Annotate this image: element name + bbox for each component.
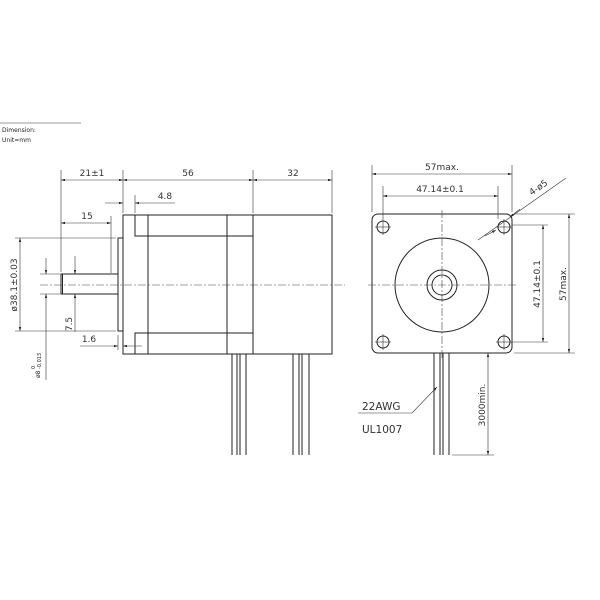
dim-pilot-diameter: ø38.1±0.03: [10, 258, 20, 311]
hole-leader: [477, 177, 567, 241]
mounting-holes: [375, 219, 512, 350]
wire-leader: [358, 386, 438, 414]
dim-hole-spacing-h: 47.14±0.1: [416, 185, 464, 195]
dim-lead-length: 3000min.: [478, 384, 488, 427]
dim-shaft-diameter: ø8 0 -0.013: [31, 353, 43, 378]
front-wires: [433, 353, 450, 455]
dim-flange: 4.8: [158, 192, 173, 202]
svg-text:-0.013: -0.013: [37, 353, 43, 369]
shaft: [60, 273, 119, 295]
dim-rear-length: 32: [287, 169, 298, 179]
side-view: 21±1 56 32 4.8 15 ø38.1±0.03 ø8 0 -0.013…: [10, 169, 345, 455]
flange-top: [134, 215, 253, 237]
pilot: [117, 237, 124, 332]
dim-width: 57max.: [425, 163, 459, 173]
dim-hole-spacing-v: 47.14±0.1: [533, 260, 543, 308]
wire-gauge: 22AWG: [362, 401, 401, 413]
flange-bottom: [134, 332, 253, 354]
wire-spec: UL1007: [362, 424, 402, 436]
dim-flat-length: 15: [81, 212, 92, 222]
dim-height: 57max.: [559, 267, 569, 301]
hub-outer: [426, 269, 458, 301]
dimension-label: Dimension:: [2, 127, 36, 134]
front-view: 57max. 47.14±0.1 4-ø5 47.14±0.1 57max. 3…: [358, 163, 575, 456]
unit-label: Unit=mm: [2, 137, 31, 144]
dim-body-length: 56: [182, 169, 194, 179]
dim-holes: 4-ø5: [528, 178, 550, 198]
dim-flat-depth: 7.5: [65, 317, 75, 331]
shaft-end: [431, 274, 453, 296]
dim-shaft-length: 21±1: [80, 169, 105, 179]
svg-text:ø8: ø8: [35, 370, 42, 378]
boss-circle: [394, 237, 490, 333]
dim-pilot-height: 1.6: [82, 335, 97, 345]
svg-text:0: 0: [31, 366, 37, 369]
side-wires: [231, 354, 310, 455]
